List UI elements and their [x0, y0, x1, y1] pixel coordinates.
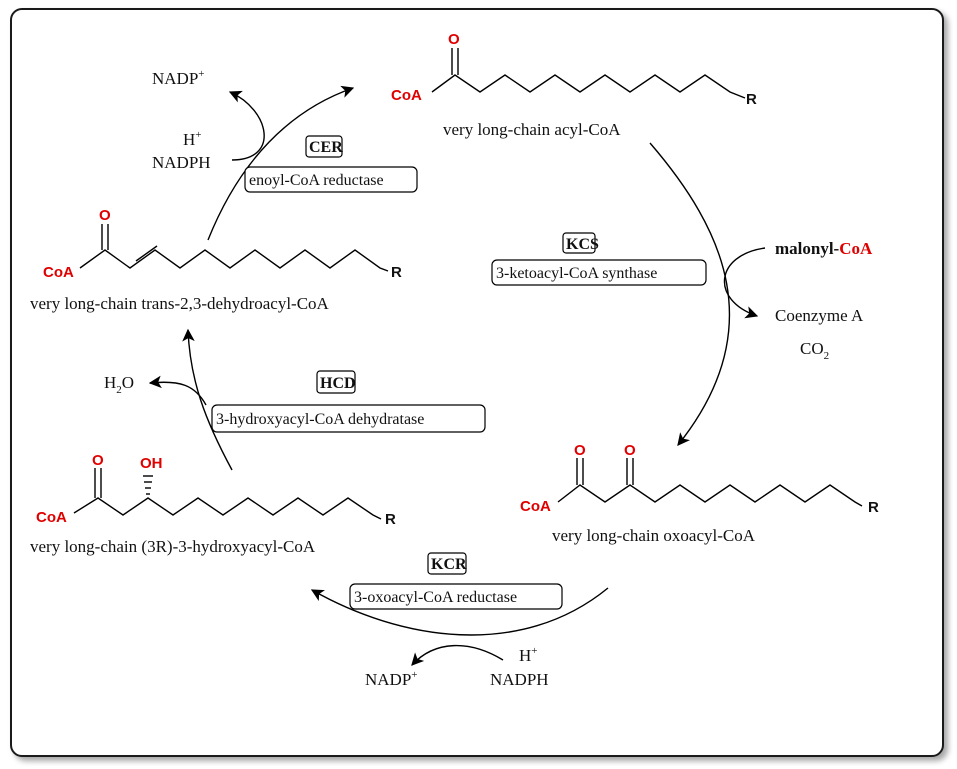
hcd-abbr: HCD [320, 375, 356, 392]
oxoacyl-coa-structure: O O CoA R very long-chain oxoacyl-CoA [520, 442, 879, 545]
kcr-abbr-box [427, 552, 467, 575]
acyl-r-label: R [746, 91, 757, 108]
h2o-label: H2O [104, 373, 134, 396]
hydroxyacyl-oxygen-label: O [92, 452, 104, 469]
cer-cofactor-arrow [228, 90, 265, 161]
dehydroacyl-oxygen-label: O [99, 207, 111, 224]
cer-nadph-label: NADPH [152, 153, 211, 172]
kcs-name-box [491, 259, 707, 286]
acyl-coa-label: CoA [391, 87, 422, 104]
h2o-o: O [122, 373, 134, 392]
co2-main: CO [800, 339, 824, 358]
kcr-abbr: KCR [431, 556, 467, 573]
h2o-sub: 2 [116, 384, 122, 396]
hydroxyacyl-hashed-bond [143, 475, 153, 495]
co2-sub: 2 [824, 350, 830, 362]
oxoacyl-coa-name: very long-chain oxoacyl-CoA [552, 526, 756, 545]
dehydroacyl-double-bond [135, 245, 158, 262]
enzyme-hcd: HCD 3-hydroxyacyl-CoA dehydratase [211, 370, 486, 433]
cer-name-box [244, 166, 418, 193]
kcs-name: 3-ketoacyl-CoA synthase [496, 265, 657, 282]
kcr-h: H [519, 646, 531, 665]
co2-label: CO2 [800, 339, 829, 362]
malonyl-coa-part: CoA [839, 239, 873, 258]
acyl-coa-structure: O CoA R very long-chain acyl-CoA [391, 31, 757, 139]
coenzyme-a-label: Coenzyme A [775, 306, 864, 325]
oxoacyl-chain [557, 484, 863, 507]
cer-name: enoyl-CoA reductase [249, 172, 384, 189]
kcr-name: 3-oxoacyl-CoA reductase [354, 589, 517, 606]
hcd-abbr-box [316, 370, 356, 394]
kcs-abbr-box [562, 232, 596, 254]
dehydroacyl-coa-label: CoA [43, 264, 74, 281]
malonyl-side-arrow [723, 247, 766, 319]
dehydroacyl-coa-structure: O CoA R very long-chain trans-2,3-dehydr… [30, 207, 402, 313]
acyl-chain [431, 74, 746, 99]
dehydroacyl-coa-name: very long-chain trans-2,3-dehydroacyl-Co… [30, 294, 330, 313]
enzyme-kcs: KCS 3-ketoacyl-CoA synthase [491, 232, 707, 286]
cer-nadp-sup: + [198, 68, 204, 80]
cer-nadp-label: NADP+ [152, 68, 205, 88]
kcr-h-sup: + [531, 645, 537, 657]
acyl-coa-name: very long-chain acyl-CoA [443, 120, 621, 139]
h2o-side-arrow [148, 375, 207, 406]
acyl-oxygen-label: O [448, 31, 460, 48]
kcr-h-plus-label: H+ [519, 645, 538, 665]
kcr-name-box [349, 583, 563, 610]
kcs-abbr: KCS [566, 236, 599, 253]
malonyl-coa-label: malonyl-CoA [775, 239, 873, 258]
kcr-cofactor-arrow [411, 644, 504, 666]
oxoacyl-oxygen1-label: O [574, 442, 586, 459]
hcd-name-box [211, 404, 486, 433]
cer-h: H [183, 130, 195, 149]
cer-h-plus-label: H+ [183, 129, 202, 149]
hydroxyacyl-chain [73, 497, 382, 520]
cer-abbr-box [305, 135, 343, 158]
cer-nadp: NADP [152, 69, 198, 88]
dehydroacyl-r-label: R [391, 264, 402, 281]
oxoacyl-r-label: R [868, 499, 879, 516]
malonyl-prefix: malonyl- [775, 239, 840, 258]
oxoacyl-oxygen2-label: O [624, 442, 636, 459]
hydroxyacyl-coa-structure: O OH CoA R very long-chain (3R)-3-hydrox… [30, 452, 396, 556]
hydroxyacyl-r-label: R [385, 511, 396, 528]
kcr-nadp-sup: + [411, 669, 417, 681]
cer-h-sup: + [195, 129, 201, 141]
hydroxyacyl-coa-name: very long-chain (3R)-3-hydroxyacyl-CoA [30, 537, 316, 556]
kcr-main-arrow [310, 587, 609, 636]
kcs-main-arrow [649, 142, 731, 446]
oxoacyl-coa-label: CoA [520, 498, 551, 515]
h2o-h: H [104, 373, 116, 392]
hcd-name: 3-hydroxyacyl-CoA dehydratase [216, 411, 424, 428]
kcr-nadp: NADP [365, 670, 411, 689]
dehydroacyl-chain [79, 249, 389, 272]
cer-abbr: CER [309, 139, 343, 156]
enzyme-cer: CER enoyl-CoA reductase [244, 135, 418, 193]
kcr-nadph-label: NADPH [490, 670, 549, 689]
hcd-main-arrow [182, 328, 233, 471]
hydroxyacyl-coa-label: CoA [36, 509, 67, 526]
cer-main-arrow [207, 85, 355, 241]
hydroxyacyl-oh-label: OH [140, 455, 163, 472]
kcr-nadp-label: NADP+ [365, 669, 418, 689]
enzyme-kcr: KCR 3-oxoacyl-CoA reductase [349, 552, 563, 610]
